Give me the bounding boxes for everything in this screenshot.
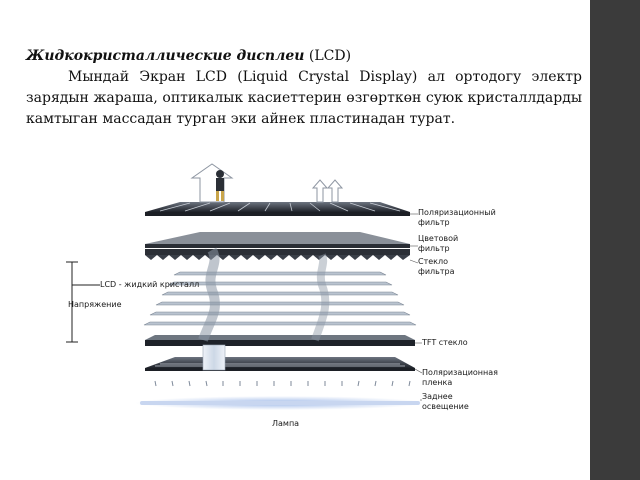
label-lamp: Лампа	[272, 419, 300, 428]
body-text: Мындай Экран LCD (Liquid Crystal Display…	[26, 69, 582, 127]
label-polarizing-film: Поляризационная пленка	[422, 368, 498, 387]
voltage-bracket	[66, 261, 100, 343]
section-heading-suffix: (LCD)	[304, 48, 352, 64]
label-liquid-crystal: LCD - жидкий кристалл	[100, 280, 200, 289]
polarizer-filter-layer	[145, 202, 410, 216]
tft-glass-layer	[145, 335, 415, 346]
person-icon	[216, 170, 224, 201]
up-arrows	[190, 163, 344, 203]
label-backlight: Заднее освещение	[422, 392, 469, 411]
lcd-layers-diagram	[66, 163, 425, 410]
light-beams	[198, 247, 330, 371]
paragraph: Жидкокристаллические дисплеи (LCD) Мындай…	[26, 46, 582, 130]
label-filter-glass: Стекло фильтра	[418, 257, 455, 276]
text-block: Жидкокристаллические дисплеи (LCD) Мындай…	[26, 46, 582, 130]
backlight-layer	[135, 380, 425, 410]
section-heading: Жидкокристаллические дисплеи	[26, 48, 305, 64]
label-color-filter: Цветовой фильтр	[418, 234, 459, 253]
label-tft-glass: TFT стекло	[422, 338, 468, 347]
polarizing-film-layer	[145, 357, 415, 371]
filter-glass-layer	[145, 249, 410, 260]
leader-lines	[409, 213, 423, 401]
color-filter-layer	[145, 232, 410, 248]
label-voltage: Напряжение	[68, 300, 122, 309]
lcd-structure-figure: Поляризационный фильтр Цветовой фильтр С…	[60, 160, 520, 440]
label-polarizer-filter: Поляризационный фильтр	[418, 208, 496, 227]
right-sidebar	[590, 0, 640, 480]
